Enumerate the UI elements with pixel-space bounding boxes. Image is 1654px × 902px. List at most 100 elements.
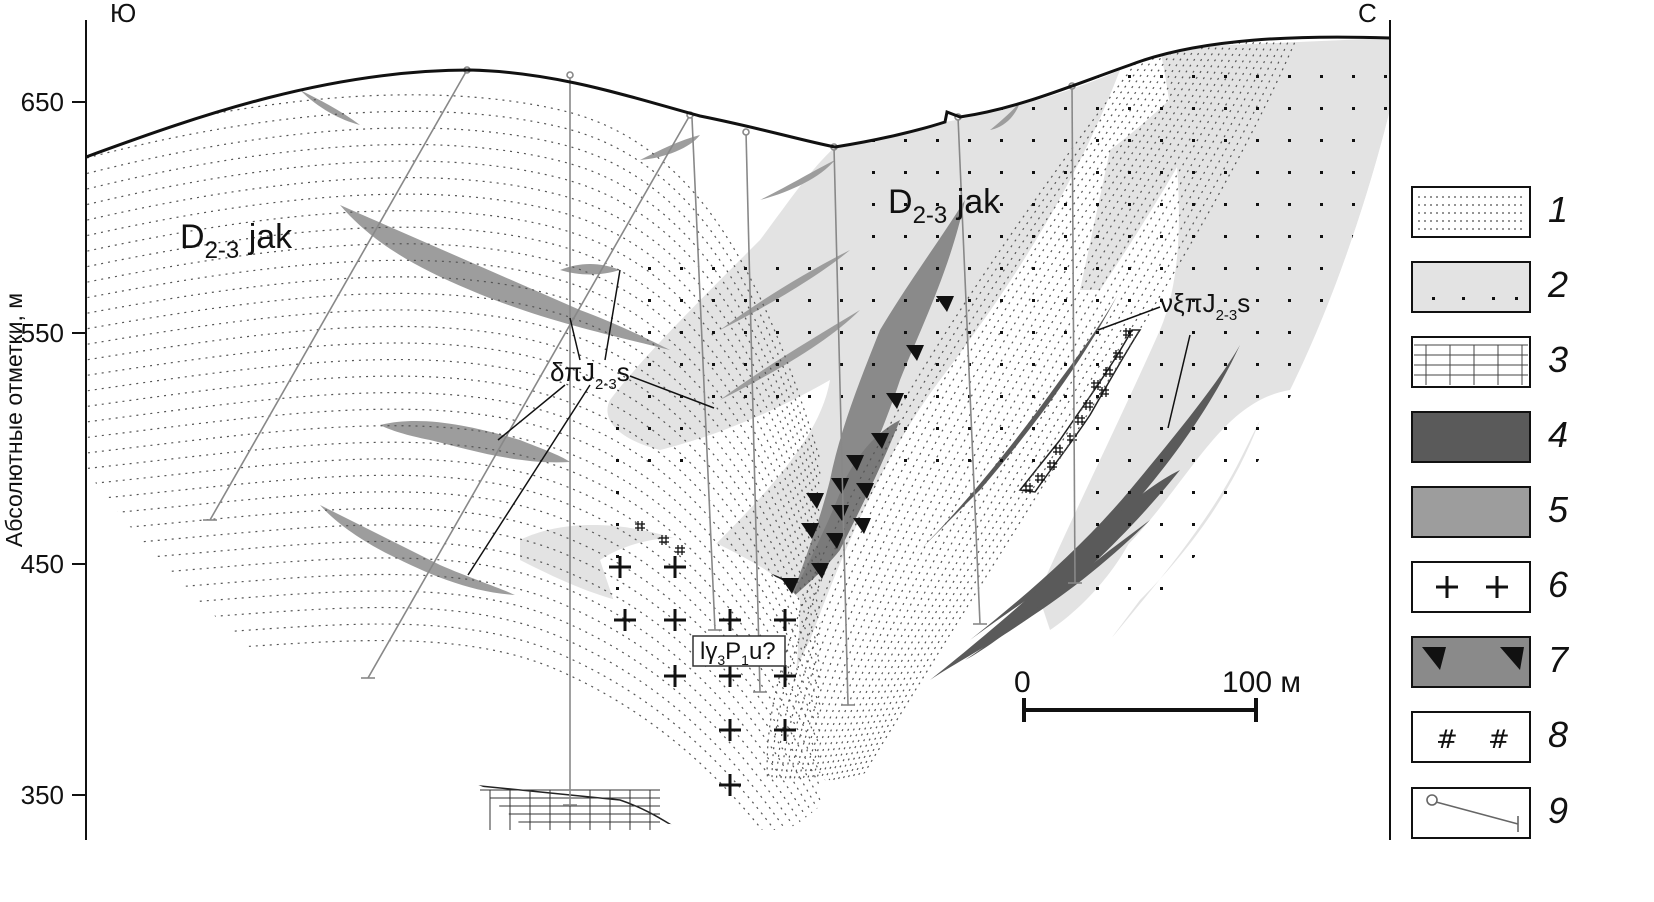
svg-text:#: # xyxy=(1436,725,1458,755)
sandstone-dot xyxy=(1128,75,1131,78)
compass-south: Ю xyxy=(110,0,136,28)
sandstone-dot xyxy=(1352,555,1355,558)
sandstone-dot xyxy=(1384,555,1387,558)
sandstone-dot xyxy=(1160,427,1163,430)
sandstone-dot xyxy=(1320,523,1323,526)
legend-item-4: 4 xyxy=(1411,411,1568,463)
sandstone-dot xyxy=(616,491,619,494)
syenite-hash xyxy=(1091,380,1101,390)
sandstone-dot xyxy=(936,299,939,302)
sandstone-dot xyxy=(904,171,907,174)
sandstone-dot xyxy=(1160,491,1163,494)
sandstone-dot xyxy=(1288,235,1291,238)
tick-label-550: 550 xyxy=(21,318,64,348)
sandstone-dot xyxy=(1160,459,1163,462)
sandstone-dot xyxy=(1352,395,1355,398)
sandstone-dot xyxy=(1160,139,1163,142)
breccia-triangle xyxy=(856,483,874,499)
bedding-line xyxy=(846,37,1281,781)
sandstone-dot xyxy=(1384,235,1387,238)
sandstone-zone-north xyxy=(1040,38,1390,593)
sandstone-dot xyxy=(1096,331,1099,334)
syenite-hashes xyxy=(635,328,1133,555)
legend-number: 2 xyxy=(1547,264,1568,305)
sandstone-dot xyxy=(840,299,843,302)
sandstone-dot xyxy=(1064,139,1067,142)
sandstone-dot xyxy=(616,523,619,526)
sandstone-dot xyxy=(1352,75,1355,78)
bedding-line xyxy=(86,359,821,678)
sandstone-dot xyxy=(1192,587,1195,590)
sandstone-dot xyxy=(808,331,811,334)
bedding-line xyxy=(819,37,1242,781)
sandstone-dot xyxy=(744,363,747,366)
sandstone-dot xyxy=(1288,427,1291,430)
sandstone-dot xyxy=(1320,299,1323,302)
sandstone-dot xyxy=(1384,491,1387,494)
sandstone-dot xyxy=(904,331,907,334)
formation-label-left: D2-3 jak xyxy=(180,218,293,264)
sandstone-dot xyxy=(1288,299,1291,302)
sandstone-dot xyxy=(1128,395,1131,398)
sandstone-dot xyxy=(1352,107,1355,110)
bedding-line xyxy=(86,259,821,597)
sandstone-dot xyxy=(1320,459,1323,462)
sandstone-dot xyxy=(840,331,843,334)
tick-label-650: 650 xyxy=(21,87,64,117)
sandstone-dot xyxy=(1384,139,1387,142)
dark-band-3 xyxy=(930,470,1180,680)
tick-label-350: 350 xyxy=(21,780,64,810)
sandstone-dot xyxy=(1384,107,1387,110)
sandstone-dot xyxy=(712,299,715,302)
sandstone-dot xyxy=(1128,107,1131,110)
legend-item-5: 5 xyxy=(1411,486,1569,538)
sandstone-dot xyxy=(936,459,939,462)
sandstone-dot xyxy=(1256,299,1259,302)
sandstone-dot xyxy=(1224,171,1227,174)
sandstone-dot xyxy=(1128,555,1131,558)
legend: 1 2 3 4 5 6 7 xyxy=(1411,186,1570,839)
sandstone-dot xyxy=(1256,75,1259,78)
sandstone-dot xyxy=(1192,395,1195,398)
scale-bar: 0 100 м xyxy=(1014,666,1301,722)
sandstone-dot xyxy=(648,427,651,430)
sandstone-dot xyxy=(904,459,907,462)
legend-number: 8 xyxy=(1548,714,1568,755)
sandstone-dot xyxy=(1320,363,1323,366)
sandstone-dot xyxy=(1032,203,1035,206)
breccia-triangle xyxy=(906,345,924,361)
sandstone-dot xyxy=(1192,555,1195,558)
sandstone-dot xyxy=(840,395,843,398)
granite-crosses xyxy=(609,556,796,796)
sandstone-dot xyxy=(1000,267,1003,270)
bedding-line xyxy=(837,37,1268,781)
bedding-line xyxy=(86,639,821,831)
granite-cross xyxy=(719,609,741,631)
sandstone-dot xyxy=(1096,235,1099,238)
sandstone-dot xyxy=(1096,139,1099,142)
sandstone-dot xyxy=(1224,587,1227,590)
breccia-triangle xyxy=(853,518,871,534)
sandstone-dot xyxy=(1384,75,1387,78)
legend-number: 3 xyxy=(1548,339,1568,380)
sandstone-dot xyxy=(1352,491,1355,494)
granite-cross xyxy=(614,609,636,631)
sandstone-dot xyxy=(968,139,971,142)
sandstone-dot xyxy=(1224,363,1227,366)
diorite-dike-5 xyxy=(640,135,700,160)
sandstone-dot xyxy=(680,363,683,366)
sandstone-dot xyxy=(1096,555,1099,558)
diorite-dike-6 xyxy=(760,160,835,200)
sandstone-dot xyxy=(1032,427,1035,430)
bedding-line xyxy=(86,606,821,831)
sandstone-dot xyxy=(904,235,907,238)
sandstone-dot xyxy=(1128,203,1131,206)
sandstone-dot xyxy=(1160,363,1163,366)
sandstone-dot xyxy=(680,299,683,302)
sandstone-dot xyxy=(1224,331,1227,334)
sandstone-dot xyxy=(1160,203,1163,206)
bedding-line xyxy=(855,37,1294,781)
sandstone-dot xyxy=(1032,171,1035,174)
sandstone-dot xyxy=(968,75,971,78)
sandstone-dot xyxy=(1032,459,1035,462)
